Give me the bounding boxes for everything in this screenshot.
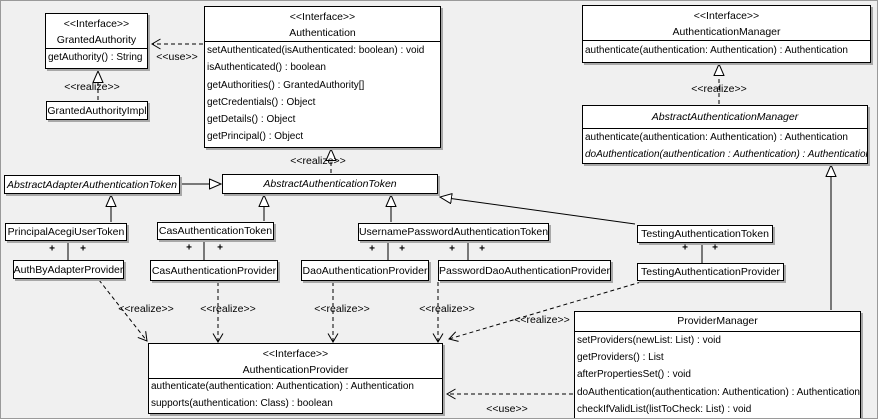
class-name: AbstractAuthenticationManager (583, 106, 867, 129)
class-header: <<Interface>> AuthenticationManager (583, 6, 870, 41)
realize-label: <<realize>> (419, 303, 475, 315)
class-name: GrantedAuthority (56, 34, 137, 46)
realize-label: <<realize>> (64, 81, 120, 93)
class-granted-authority: <<Interface>> GrantedAuthority getAuthor… (45, 13, 148, 69)
class-name: AuthByAdapterProvider (13, 263, 124, 276)
class-header: <<Interface>> Authentication (205, 7, 440, 42)
class-name: UsernamePasswordAuthenticationToken (358, 226, 549, 238)
method-label: setAuthenticated(isAuthenticated: boolea… (207, 45, 425, 56)
realize-label: <<realize>> (514, 314, 570, 326)
plus-label: + (449, 243, 455, 255)
class-authentication: <<Interface>> Authentication setAuthenti… (204, 6, 441, 148)
stereotype-label: <<Interface>> (262, 348, 329, 360)
stereotype-label: <<Interface>> (693, 10, 760, 22)
method-label: getCredentials() : Object (207, 96, 316, 108)
class-dao-authentication-provider: DaoAuthenticationProvider (301, 260, 429, 281)
class-name: AbstractAuthenticationToken (263, 178, 397, 190)
class-name: CasAuthenticationToken (158, 225, 273, 237)
stereotype-label: <<Interface>> (63, 18, 130, 30)
class-auth-by-adapter-provider: AuthByAdapterProvider (13, 260, 124, 279)
class-abstract-adapter-authentication-token: AbstractAdapterAuthenticationToken (4, 175, 180, 194)
class-granted-authority-impl: GrantedAuthorityImpl (46, 101, 148, 120)
realize-label: <<realize>> (118, 303, 174, 315)
method-label: getDetails() : Object (207, 114, 296, 126)
method-label: setProviders(newList: List) : void (577, 335, 721, 346)
method-label: authenticate(authentication: Authenticat… (151, 381, 414, 392)
class-authentication-provider: <<Interface>> AuthenticationProvider aut… (148, 343, 443, 414)
class-name: ProviderManager (575, 312, 860, 332)
class-principal-acegi-user-token: PrincipalAcegiUserToken (5, 223, 127, 241)
method-label: doAuthentication(authentication : Authen… (585, 149, 868, 160)
use-label: <<use>> (156, 51, 198, 63)
class-name: DaoAuthenticationProvider (302, 264, 428, 277)
class-name: AbstractAdapterAuthenticationToken (6, 178, 178, 191)
use-label: <<use>> (486, 403, 528, 415)
realize-label: <<realize>> (314, 303, 370, 315)
class-username-password-authentication-token: UsernamePasswordAuthenticationToken (358, 223, 549, 241)
method-label: getProviders() : List (577, 352, 664, 364)
method-label: getAuthorities() : GrantedAuthority[] (207, 79, 365, 91)
class-name: TestingAuthenticationToken (641, 228, 769, 240)
class-name: AuthenticationManager (672, 26, 781, 38)
plus-label: + (49, 243, 55, 255)
method-label: getAuthority() : String (48, 52, 143, 63)
realize-label: <<realize>> (691, 83, 747, 95)
class-testing-authentication-token: TestingAuthenticationToken (637, 225, 773, 243)
class-name: GrantedAuthorityImpl (47, 104, 147, 117)
class-cas-authentication-token: CasAuthenticationToken (157, 222, 274, 240)
class-header: <<Interface>> AuthenticationProvider (149, 344, 442, 379)
class-name: PrincipalAcegiUserToken (7, 226, 125, 238)
plus-label: + (479, 243, 485, 255)
class-name: PasswordDaoAuthenticationProvider (439, 264, 611, 277)
method-label: supports(authentication: Class) : boolea… (151, 397, 333, 409)
class-name: TestingAuthenticationProvider (641, 266, 780, 278)
method-label: getPrincipal() : Object (207, 131, 304, 143)
class-name: CasAuthenticationProvider (151, 264, 277, 277)
plus-label: + (399, 243, 405, 255)
method-label: isAuthenticated() : boolean (207, 62, 326, 74)
class-authentication-manager: <<Interface>> AuthenticationManager auth… (582, 5, 871, 63)
class-password-dao-authentication-provider: PasswordDaoAuthenticationProvider (438, 260, 611, 281)
plus-label: + (369, 243, 375, 255)
plus-label: + (712, 242, 718, 254)
class-name: Authentication (289, 27, 356, 39)
class-abstract-authentication-manager: AbstractAuthenticationManager authentica… (582, 105, 868, 164)
class-header: <<Interface>> GrantedAuthority (46, 14, 147, 49)
method-label: doAuthentication(authentication: Authent… (577, 386, 860, 398)
class-testing-authentication-provider: TestingAuthenticationProvider (637, 263, 784, 281)
realize-label: <<realize>> (200, 303, 256, 315)
plus-label: + (682, 242, 688, 254)
stereotype-label: <<Interface>> (289, 11, 356, 23)
method-label: checkIfValidList(listToCheck: List) : vo… (577, 403, 752, 415)
class-abstract-authentication-token: AbstractAuthenticationToken (222, 174, 438, 194)
method-label: authenticate(authentication: Authenticat… (585, 132, 848, 143)
plus-label: + (80, 243, 86, 255)
method-label: afterPropertiesSet() : void (577, 369, 691, 381)
class-cas-authentication-provider: CasAuthenticationProvider (150, 260, 278, 281)
class-provider-manager: ProviderManager setProviders(newList: Li… (574, 311, 861, 418)
plus-label: + (217, 242, 223, 254)
method-label: authenticate(authentication: Authenticat… (585, 45, 848, 56)
edge-generalization-testing-token-to-abstract-token (440, 197, 636, 225)
plus-label: + (186, 242, 192, 254)
class-name: AuthenticationProvider (242, 364, 349, 376)
realize-label: <<realize>> (290, 155, 346, 167)
